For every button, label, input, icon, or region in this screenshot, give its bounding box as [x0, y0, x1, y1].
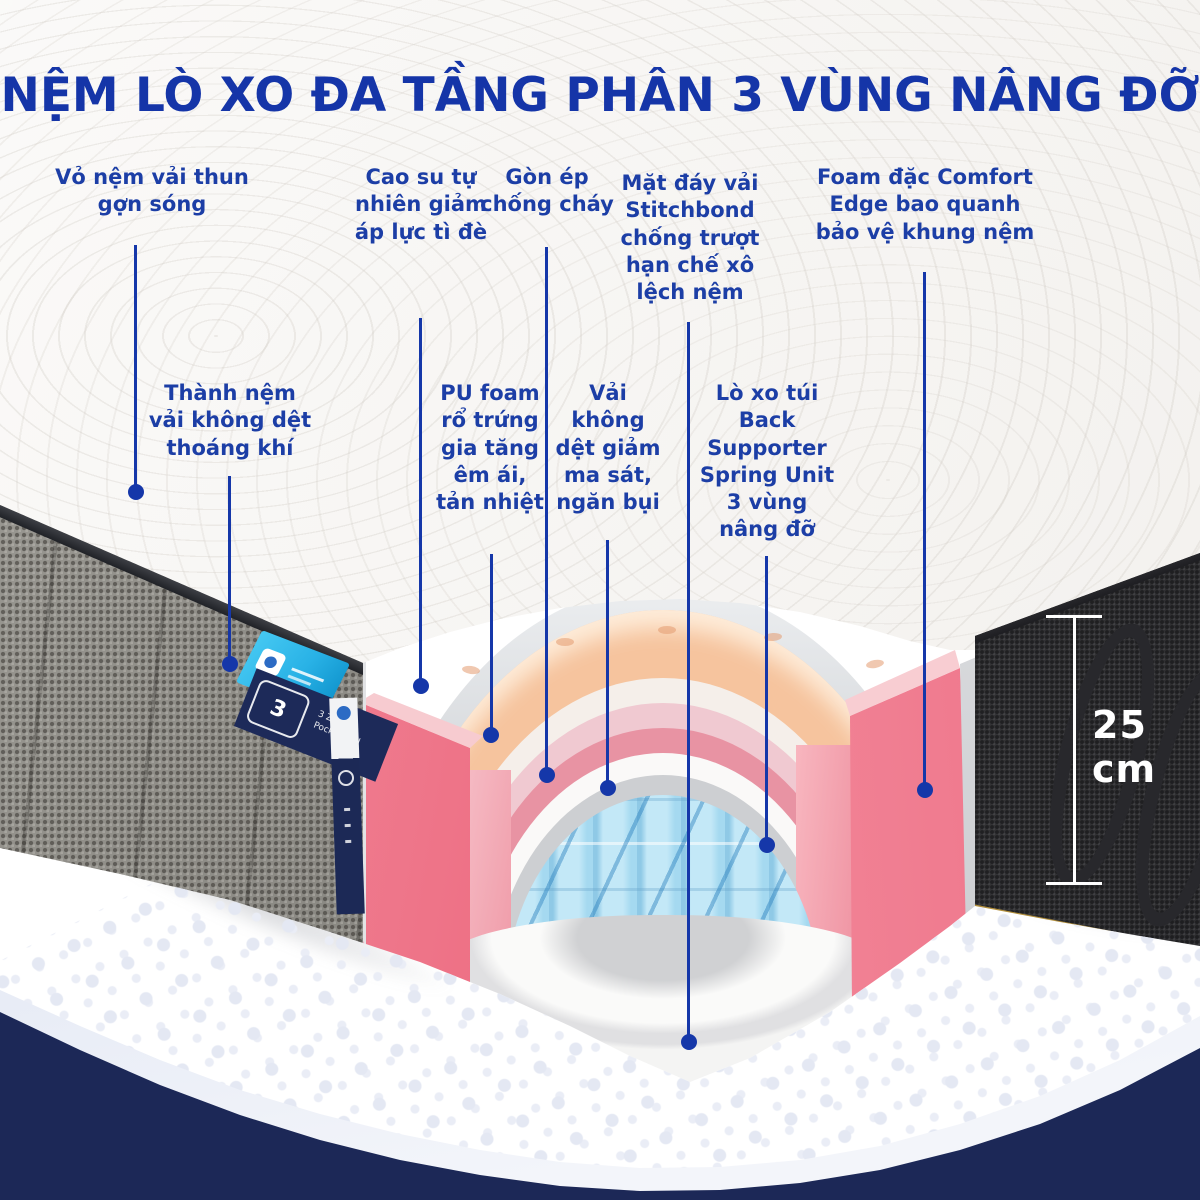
latex-hole	[658, 626, 676, 634]
lead-line-pu-foam	[490, 554, 493, 735]
callout-cover: Vỏ nệm vải thun gợn sóng	[55, 165, 249, 217]
measure-line	[1073, 617, 1076, 885]
anchor-dot-pressed-cotton	[539, 767, 555, 783]
anchor-dot-nonwoven	[600, 780, 616, 796]
measure-value: 25 cm	[1092, 703, 1157, 791]
lead-line-nonwoven	[606, 540, 609, 788]
anchor-dot-pu-foam	[483, 727, 499, 743]
anchor-dot-spring-unit	[759, 837, 775, 853]
callout-latex: Cao su tự nhiên giảm áp lực tì đè	[354, 165, 488, 244]
anchor-dot-comfort-edge	[917, 782, 933, 798]
callout-spring-unit: Lò xo túi Back Supporter Spring Unit 3 v…	[699, 381, 835, 542]
lead-line-latex	[419, 318, 422, 686]
lead-line-cover	[134, 245, 137, 492]
lead-line-side-fabric	[228, 476, 231, 664]
measure-cap-top	[1046, 615, 1102, 618]
page-title: NỆM LÒ XO ĐA TẦNG PHÂN 3 VÙNG NÂNG ĐỠ	[0, 68, 1200, 123]
lead-line-spring-unit	[765, 556, 768, 845]
callout-pu-foam: PU foam rổ trứng gia tăng êm ái, tản nhi…	[436, 381, 544, 515]
callout-nonwoven: Vải không dệt giảm ma sát, ngăn bụi	[555, 381, 661, 515]
lead-line-pressed-cotton	[545, 247, 548, 775]
callout-pressed-cotton: Gòn ép chống cháy	[480, 165, 614, 217]
anchor-dot-stitchbond	[681, 1034, 697, 1050]
lead-line-comfort-edge	[923, 272, 926, 790]
anchor-dot-cover	[128, 484, 144, 500]
callout-stitchbond: Mặt đáy vải Stitchbond chống trượt hạn c…	[620, 171, 760, 305]
anchor-dot-side-fabric	[222, 656, 238, 672]
callout-side-fabric: Thành nệm vải không dệt thoáng khí	[148, 381, 312, 460]
anchor-dot-latex	[413, 678, 429, 694]
measure-cap-bottom	[1046, 882, 1102, 885]
callout-comfort-edge: Foam đặc Comfort Edge bao quanh bảo vệ k…	[815, 165, 1035, 244]
lead-line-stitchbond	[687, 322, 690, 1042]
latex-hole	[556, 638, 574, 646]
